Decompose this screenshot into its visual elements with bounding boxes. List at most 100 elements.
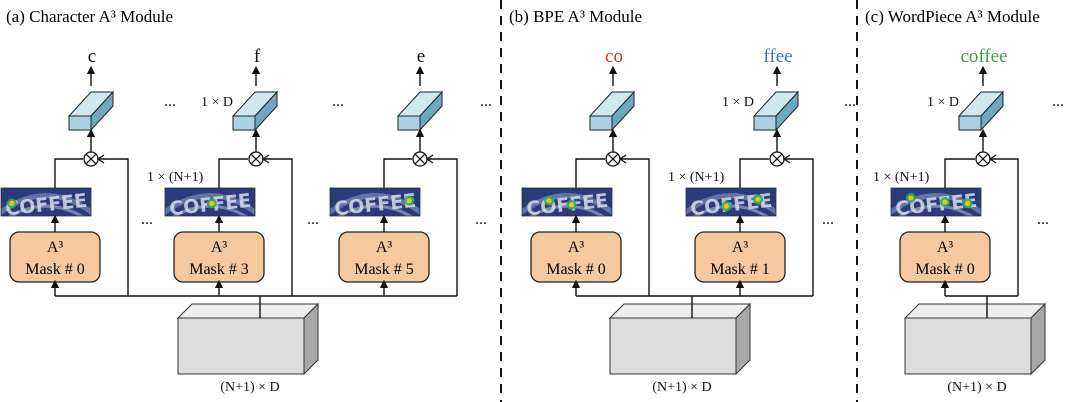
attention-heatmap: COFFEE	[0, 187, 92, 217]
heat-spot	[942, 199, 948, 205]
ellipsis-label: ...	[1037, 211, 1049, 228]
connector-line	[54, 158, 83, 188]
heat-spot	[9, 200, 15, 206]
connector-line	[218, 158, 248, 188]
heatmap-border	[0, 187, 92, 217]
mask-label: Mask # 3	[189, 261, 249, 278]
heat-spot	[723, 203, 730, 209]
block-front	[904, 317, 1032, 375]
heatmap-arc	[897, 204, 975, 216]
mask-label: Mask # 5	[354, 261, 414, 278]
heat-spot	[546, 198, 552, 204]
output-token-label: f	[254, 46, 261, 67]
fc-prism	[957, 90, 1005, 132]
ellipsis-label: ...	[307, 211, 319, 228]
heatmap-arc	[336, 204, 414, 216]
multiply-icon	[605, 151, 621, 167]
arrow-left-icon	[618, 154, 627, 164]
panel-a-title: (a) Character A³ Module	[6, 7, 173, 26]
heatmap-arc	[1, 193, 91, 216]
fc-prism	[67, 90, 115, 132]
arrow-left-icon	[782, 154, 791, 164]
block-top	[608, 303, 752, 319]
feature-block	[608, 302, 752, 376]
heat-spot	[568, 202, 575, 208]
ellipsis-label: ...	[164, 93, 176, 110]
mask-label: Mask # 0	[25, 261, 85, 278]
fc-prism	[588, 90, 636, 132]
mask-heading: A³	[211, 239, 228, 256]
ellipsis-label: ...	[1052, 93, 1064, 110]
multiply-icon	[248, 151, 264, 167]
block-front	[177, 317, 305, 375]
connector-line	[944, 158, 975, 188]
feature-block	[903, 302, 1047, 376]
heatmap-arc	[686, 193, 776, 216]
attention-dim-label: 1 × (N+1)	[147, 170, 204, 185]
heatmap-arc	[165, 193, 255, 216]
heatmap-border	[521, 187, 613, 217]
heatmap-arc	[7, 204, 85, 216]
heatmap-arc	[330, 193, 420, 216]
connector-line	[575, 158, 605, 188]
connector-line	[739, 158, 769, 188]
mask-heading: A³	[568, 239, 585, 256]
attention-heatmap: COFFEE	[685, 187, 777, 217]
feature-skip-line	[620, 158, 650, 296]
heatmap-border	[329, 187, 421, 217]
prism-front	[232, 115, 256, 131]
output-dim-label: 1 × D	[201, 95, 233, 110]
heat-spot	[964, 200, 971, 206]
heatmap-arc	[522, 193, 612, 216]
feature-dim-label: (N+1) × D	[947, 380, 1006, 395]
output-token-label: c	[88, 46, 96, 67]
ellipsis-label: ...	[480, 93, 492, 110]
feature-skip-line	[990, 158, 1019, 296]
mask-label: Mask # 0	[915, 261, 975, 278]
ellipsis-label: ...	[822, 211, 834, 228]
prism-front	[589, 115, 613, 131]
mask-heading: A³	[732, 239, 749, 256]
prism-front	[753, 115, 777, 131]
output-dim-label: 1 × D	[927, 95, 959, 110]
feature-skip-line	[98, 158, 129, 296]
arrow-left-icon	[988, 154, 997, 164]
block-top	[903, 303, 1047, 319]
attention-heatmap: COFFEE	[329, 187, 421, 217]
heatmap-arc	[891, 193, 981, 216]
attention-dim-label: 1 × (N+1)	[873, 170, 930, 185]
mask-label: Mask # 0	[546, 261, 606, 278]
block-top	[176, 303, 320, 319]
multiply-icon	[975, 151, 991, 167]
fc-prism	[396, 90, 444, 132]
attention-dim-label: 1 × (N+1)	[668, 170, 725, 185]
heat-spot	[406, 198, 412, 204]
mask-heading: A³	[47, 239, 64, 256]
heatmap-border	[685, 187, 777, 217]
output-token-label: co	[605, 46, 623, 67]
feature-block	[176, 302, 320, 376]
multiply-icon	[412, 151, 428, 167]
a3-mask-box: A³ Mask # 0	[530, 231, 622, 283]
heat-spot	[908, 195, 914, 201]
ellipsis-label: ...	[141, 211, 153, 228]
output-token-label: e	[417, 46, 425, 67]
feature-skip-line	[427, 158, 458, 296]
attention-heatmap: COFFEE	[164, 187, 256, 217]
feature-dim-label: (N+1) × D	[652, 380, 711, 395]
attention-heatmap: COFFEE	[521, 187, 613, 217]
feature-dim-label: (N+1) × D	[220, 380, 279, 395]
a3-mask-box: A³ Mask # 0	[9, 231, 101, 283]
attention-heatmap: COFFEE	[890, 187, 982, 217]
fc-prism	[231, 90, 279, 132]
panel-b-title: (b) BPE A³ Module	[509, 7, 642, 26]
arrow-left-icon	[96, 154, 105, 164]
feature-skip-line	[263, 158, 293, 296]
feature-skip-line	[784, 158, 814, 296]
multiply-icon	[83, 151, 99, 167]
a3-mask-box: A³ Mask # 3	[173, 231, 265, 283]
heat-spot	[755, 196, 761, 202]
